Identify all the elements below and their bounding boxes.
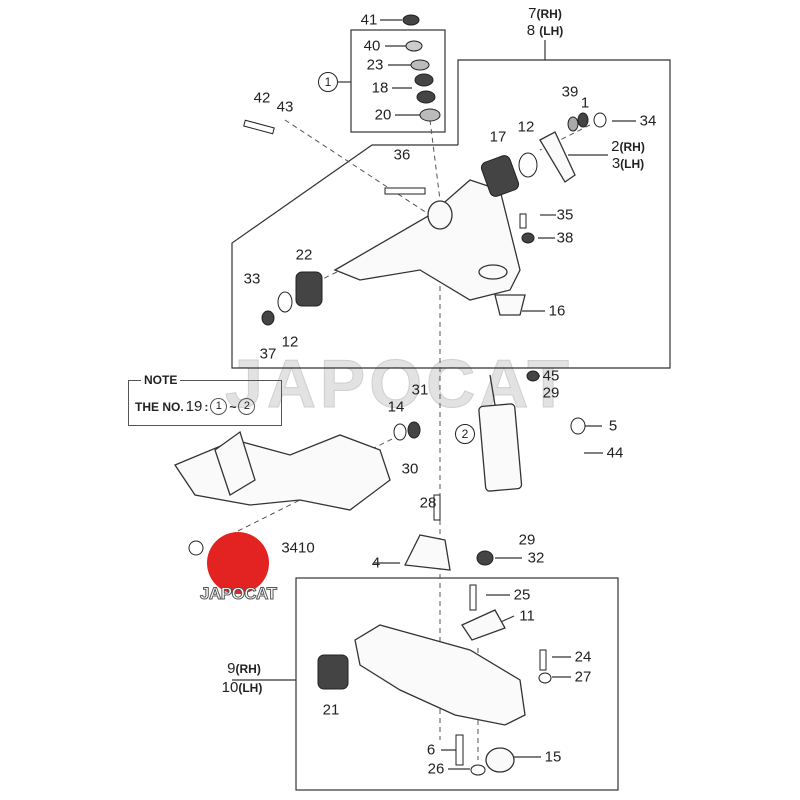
part-label[interactable]: 23 [366,56,384,74]
part-label[interactable]: 3410 [281,539,315,557]
note-tilde: ~ [229,399,237,414]
part-label[interactable]: 10(LH) [222,680,263,696]
part-label[interactable]: 22 [295,246,313,264]
logo-disc [207,532,269,594]
side-rh: (RH) [536,7,562,21]
note-body: THE NO. 19 : 1 ~ 2 [135,398,256,415]
part-label[interactable]: 38 [556,229,574,247]
part-label[interactable]: 26 [427,760,445,778]
part-number: 10 [221,679,239,696]
part-label[interactable]: 30 [401,460,419,478]
note-number: 19 [185,398,203,415]
side-lh: (LH) [539,24,564,38]
part-label[interactable]: 21 [322,701,340,719]
part-label[interactable]: 9(RH) [227,661,261,677]
note-from: 1 [210,398,228,415]
note-title: NOTE [141,373,181,387]
part-label[interactable]: 28 [419,494,437,512]
part-label[interactable]: 11 [519,607,535,625]
part-label[interactable]: 31 [411,381,429,399]
part-label[interactable]: 18 [371,79,389,97]
part-label[interactable]: 39 [561,83,579,101]
part-label[interactable]: 37 [259,345,277,363]
part-label[interactable]: 12 [281,333,299,351]
side-rh: (RH) [619,140,645,154]
shock-callout-2: 2 [455,424,475,444]
part-label[interactable]: 25 [513,586,531,604]
part-label[interactable]: 42 [253,89,271,107]
part-label[interactable]: 14 [387,398,405,416]
part-label[interactable]: 44 [606,444,624,462]
note-box: NOTE THE NO. 19 : 1 ~ 2 [128,373,282,426]
lower-arm-box [295,577,619,791]
part-label[interactable]: 6 [426,741,436,759]
part-number: 9 [227,660,236,677]
logo-text: JAPOCAT [199,584,277,604]
japocat-logo: JAPOCAT [199,532,280,612]
part-label[interactable]: 32 [527,549,545,567]
note-to: 2 [238,398,256,415]
part-label[interactable]: 29 [518,531,536,549]
part-label[interactable]: 2(RH) [611,139,645,155]
part-label[interactable]: 17 [489,128,507,146]
part-number: 7 [528,5,537,22]
part-number: 2 [611,138,620,155]
part-number: 3 [611,155,621,172]
note-prefix: THE NO. [135,399,184,414]
part-label[interactable]: 12 [517,118,535,136]
part-label[interactable]: 24 [574,648,592,666]
part-label[interactable]: 43 [276,98,294,116]
part-number: 8 [526,22,536,39]
part-label[interactable]: 5 [608,417,618,435]
part-label[interactable]: 35 [556,206,574,224]
kit-callout-1: 1 [318,72,338,92]
part-label[interactable]: 29 [542,384,560,402]
side-rh: (RH) [235,662,261,676]
part-label[interactable]: 15 [544,748,562,766]
part-label[interactable]: 33 [243,270,261,288]
note-sep: : [204,399,209,414]
part-label[interactable]: 4 [371,554,381,572]
part-label[interactable]: 34 [639,112,657,130]
part-label[interactable]: 45 [542,367,560,385]
part-label[interactable]: 36 [393,146,411,164]
part-label[interactable]: 27 [574,668,592,686]
side-lh: (LH) [620,157,645,171]
part-label[interactable]: 3(LH) [612,156,644,172]
part-label[interactable]: 7(RH) [528,6,562,22]
side-lh: (LH) [238,681,263,695]
kit-box [350,29,446,133]
part-label[interactable]: 41 [360,11,378,29]
part-label[interactable]: 40 [363,37,381,55]
part-label[interactable]: 8 (LH) [527,23,564,39]
part-label[interactable]: 20 [374,106,392,124]
part-label[interactable]: 1 [580,94,590,112]
part-label[interactable]: 16 [548,302,566,320]
